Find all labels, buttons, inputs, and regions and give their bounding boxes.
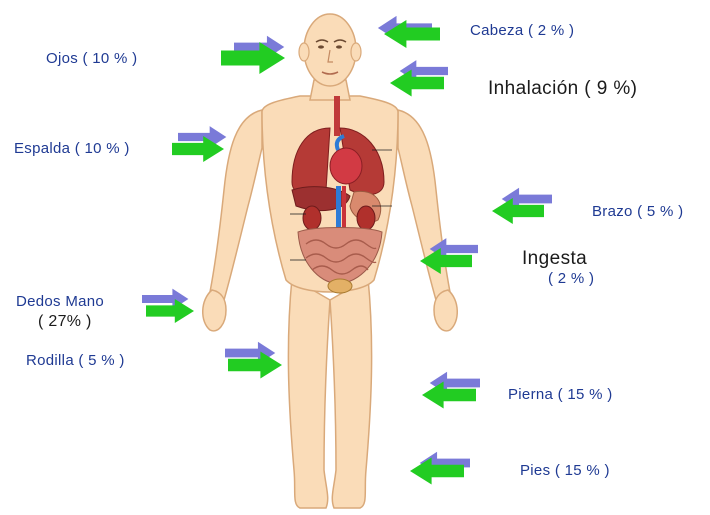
- label-rodilla: Rodilla ( 5 % ): [26, 352, 125, 369]
- arrow-espalda: [172, 126, 226, 162]
- left-leg: [288, 278, 330, 508]
- left-hand: [203, 290, 226, 331]
- label-pies: Pies ( 15 % ): [520, 462, 610, 479]
- arrow-rodilla: [225, 342, 282, 379]
- label-ingesta: Ingesta: [522, 248, 587, 270]
- arrow-dedos-mano: [142, 289, 194, 323]
- arrow-pies: [410, 452, 470, 485]
- label-dedos-mano-pct: ( 27% ): [38, 313, 92, 331]
- label-pierna: Pierna ( 15 % ): [508, 386, 613, 403]
- arrow-inhalacion: [390, 60, 448, 96]
- right-hand: [434, 290, 457, 331]
- label-ingesta-pct: ( 2 % ): [548, 270, 594, 287]
- label-dedos-mano: Dedos Mano: [16, 293, 104, 310]
- label-inhalacion: Inhalación ( 9 %): [488, 78, 637, 100]
- label-cabeza: Cabeza ( 2 % ): [470, 22, 574, 39]
- arrow-cabeza: [378, 16, 440, 48]
- arrow-ojos: [221, 36, 285, 74]
- arrow-brazo: [492, 188, 552, 224]
- right-arm: [398, 110, 451, 306]
- arrow-pierna: [422, 372, 480, 409]
- label-espalda: Espalda ( 10 % ): [14, 140, 130, 157]
- right-leg: [330, 278, 372, 508]
- label-ojos: Ojos ( 10 % ): [46, 50, 137, 67]
- label-brazo: Brazo ( 5 % ): [592, 203, 683, 220]
